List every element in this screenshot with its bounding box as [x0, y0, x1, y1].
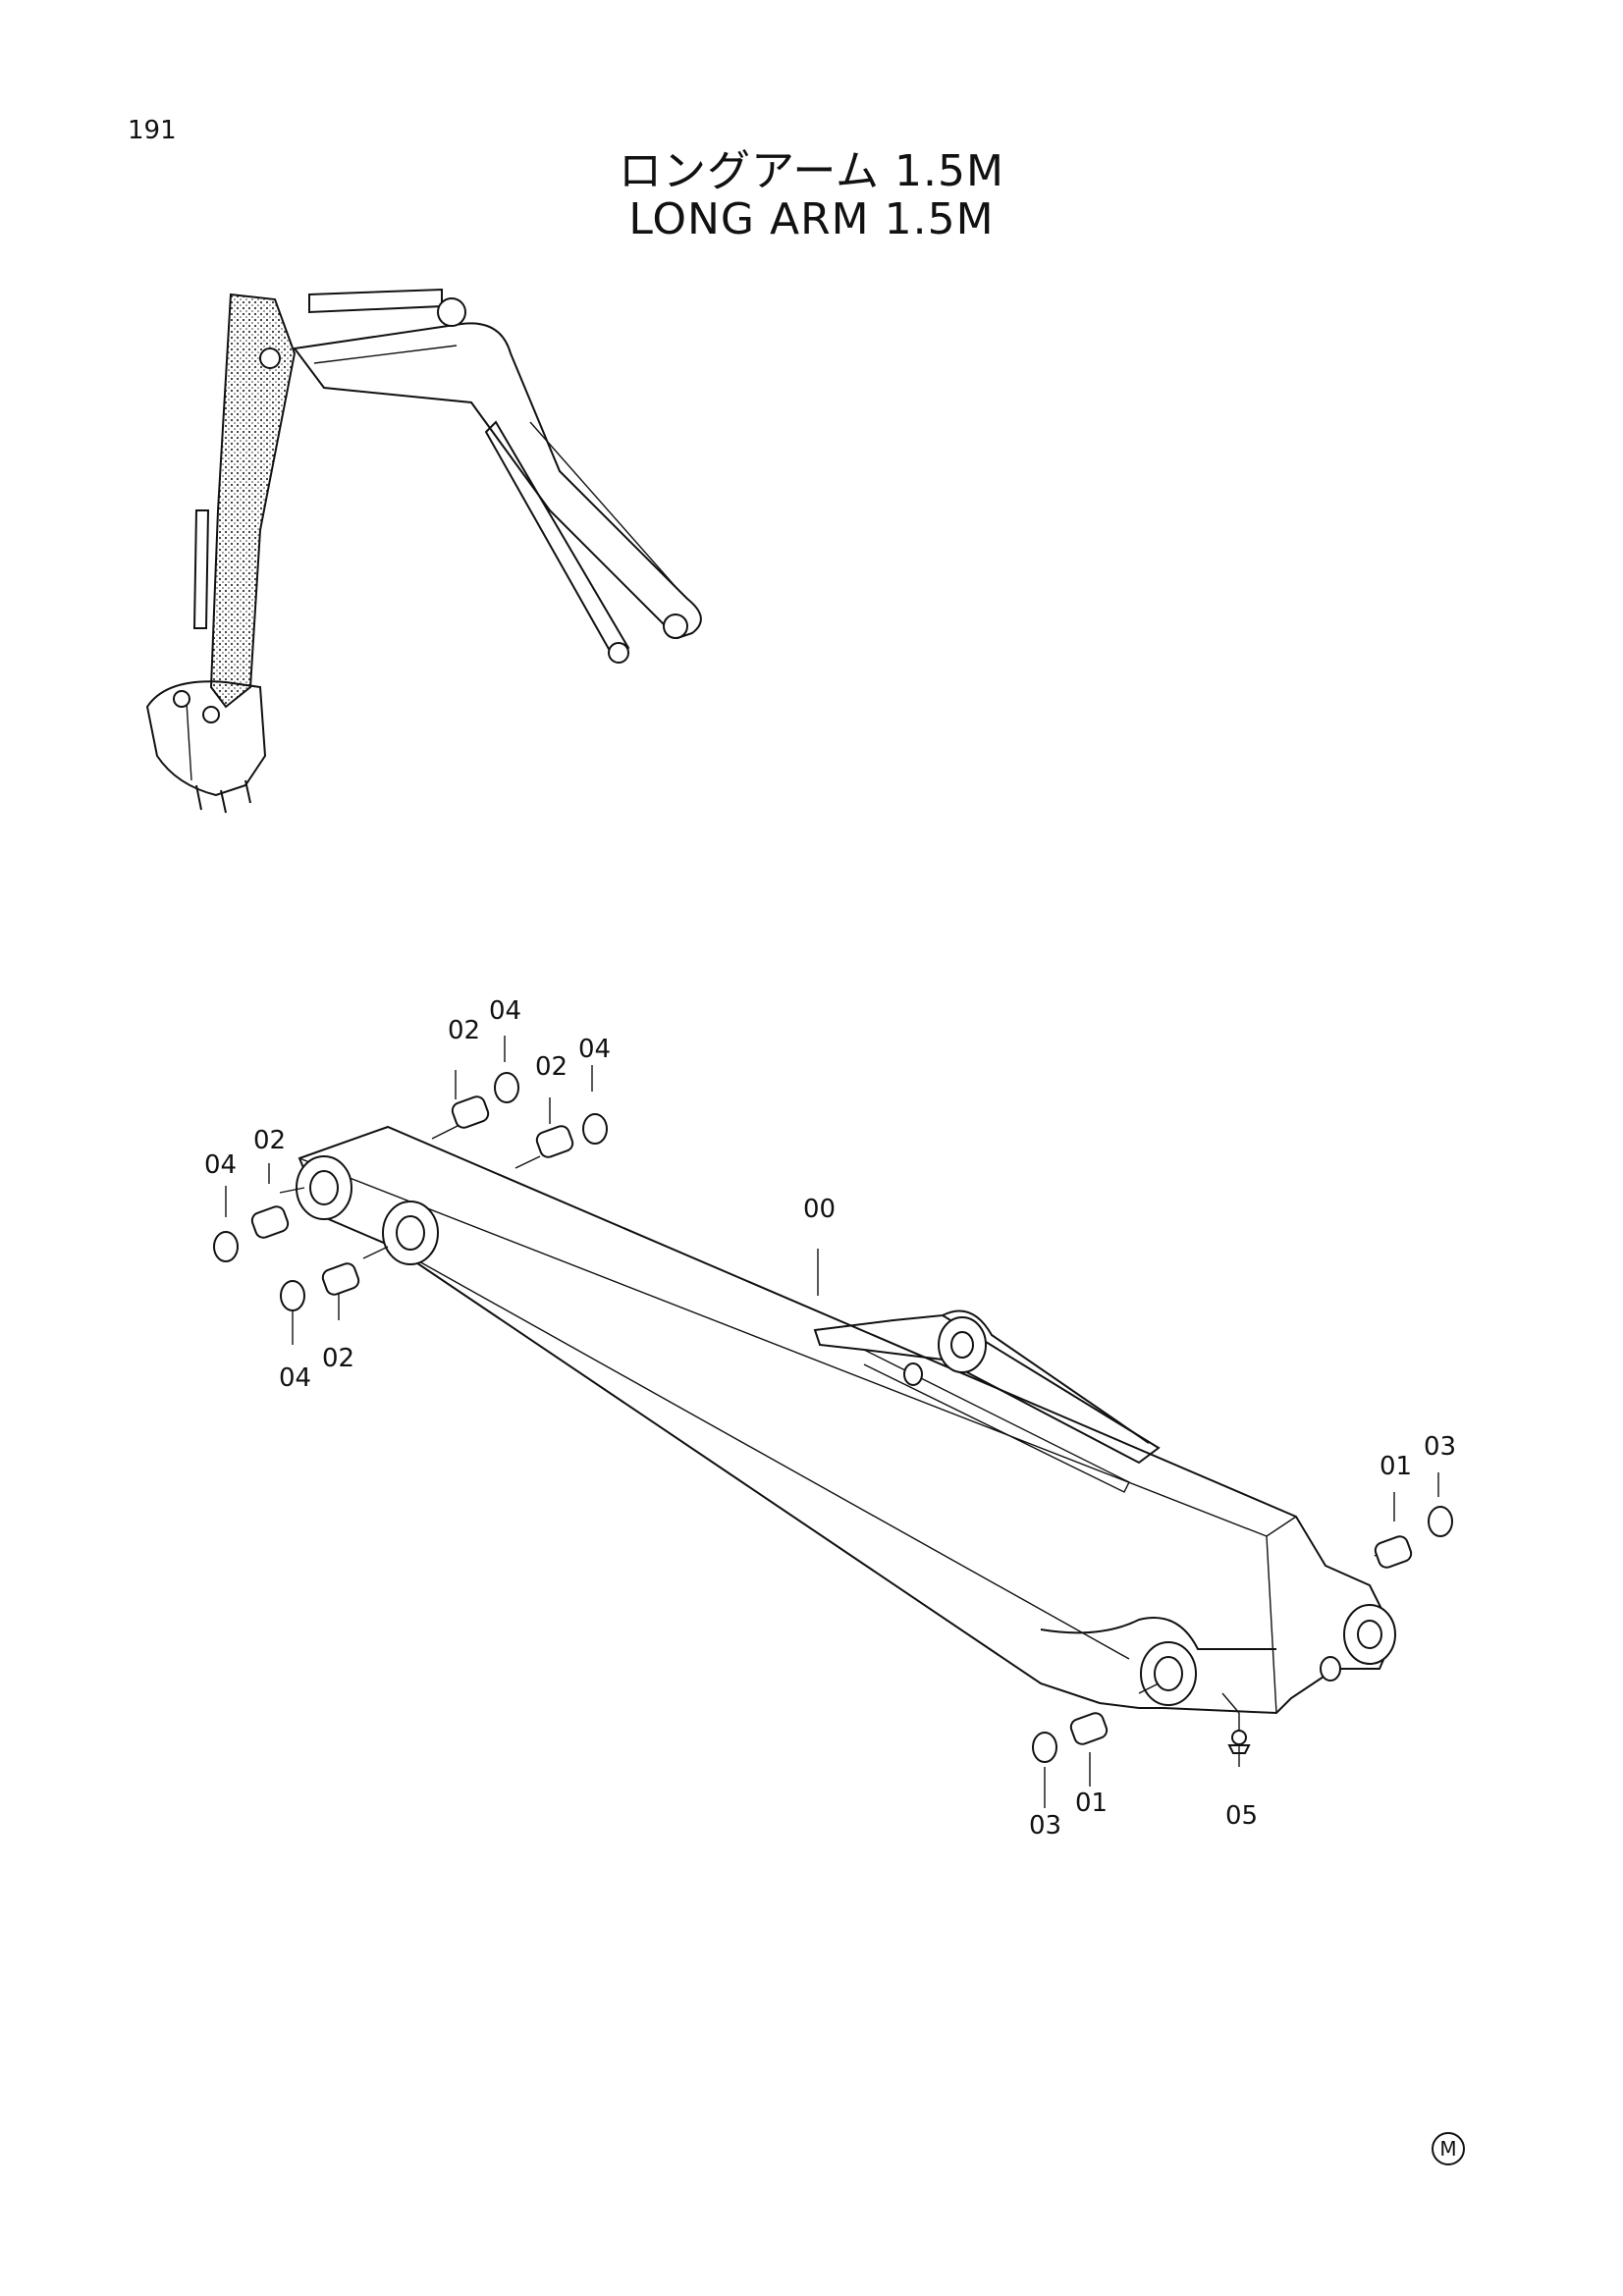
title-japanese: ロングアーム 1.5M [619, 146, 1004, 196]
part-callouts: 00 01 01 02 02 02 02 03 03 04 04 04 04 0… [204, 996, 1456, 1841]
callout-02-top-right: 02 [535, 1052, 568, 1082]
callout-01-bottom: 01 [1075, 1789, 1108, 1818]
callout-04-lower: 04 [279, 1363, 311, 1393]
title-english: LONG ARM 1.5M [628, 194, 995, 244]
callout-02-top-left: 02 [448, 1016, 480, 1045]
long-arm-exploded-view [213, 1036, 1453, 1808]
callout-01-right: 01 [1380, 1452, 1412, 1481]
callout-04-top-left: 04 [489, 996, 521, 1026]
callout-03-bottom: 03 [1029, 1811, 1061, 1841]
callout-02-left: 02 [253, 1126, 286, 1155]
callout-04-left: 04 [204, 1150, 237, 1180]
grease-fitting-icon [1227, 1730, 1251, 1754]
manufacturer-mark: M [1432, 2132, 1465, 2165]
excavator-overview-illustration [145, 288, 702, 814]
page-number: 191 [128, 116, 177, 145]
callout-00: 00 [803, 1195, 836, 1224]
callout-04-top-right: 04 [578, 1035, 611, 1064]
callout-05: 05 [1225, 1801, 1258, 1831]
callout-02-lower: 02 [322, 1344, 354, 1373]
callout-03-right: 03 [1424, 1432, 1456, 1462]
